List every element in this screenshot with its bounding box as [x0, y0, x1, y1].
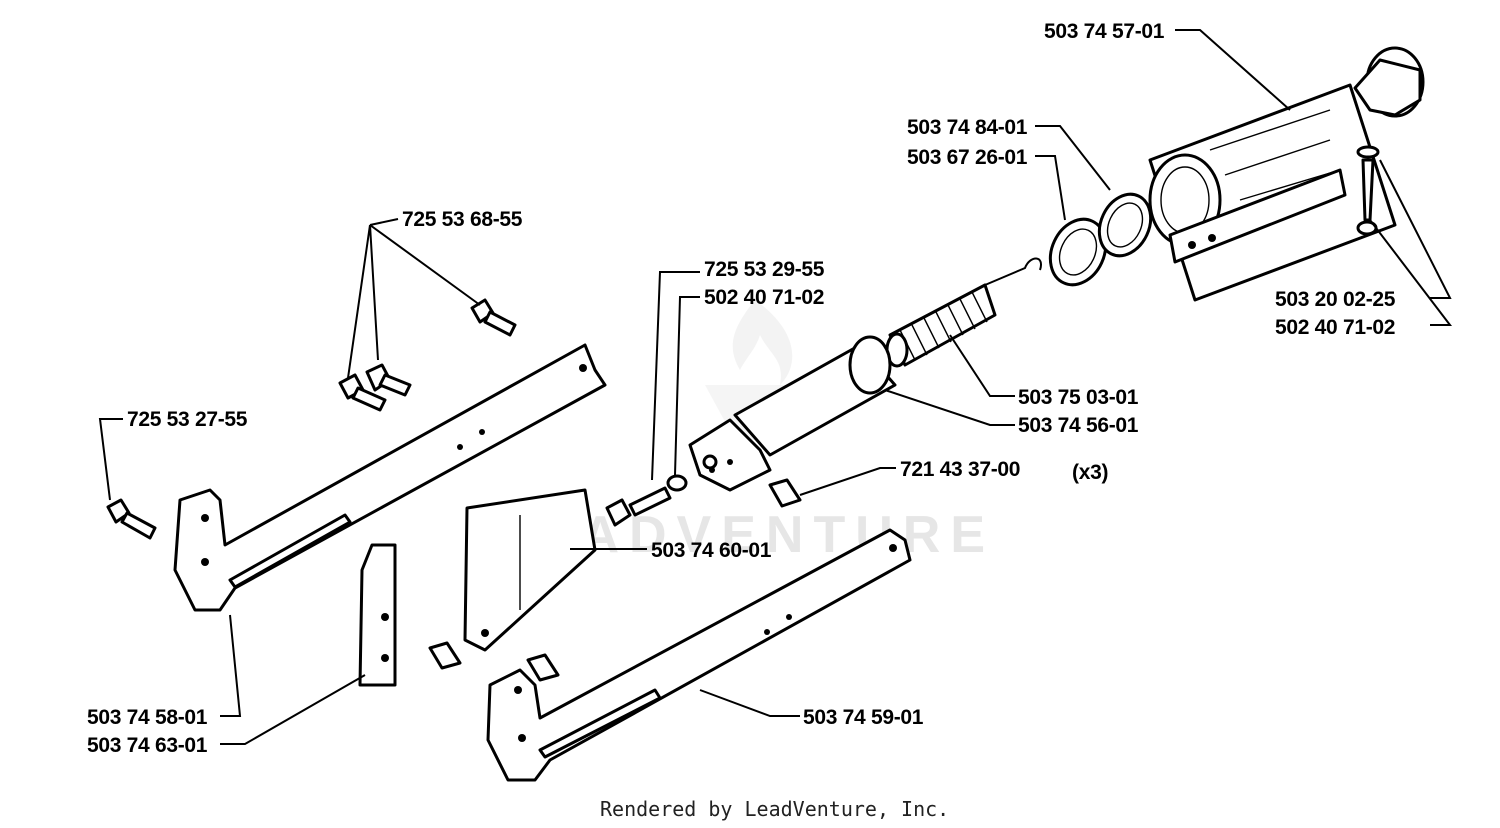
label-tube-lower: 503 74 56-01	[1018, 414, 1139, 437]
label-arm-left: 503 74 58-01	[87, 706, 208, 729]
plate	[463, 488, 597, 652]
bolt-left	[106, 498, 157, 540]
label-ring-a: 503 74 84-01	[907, 116, 1028, 139]
label-tube-upper: 503 74 57-01	[1044, 20, 1165, 43]
bolt-right	[1356, 145, 1380, 236]
upper-tube	[1148, 46, 1425, 302]
footer-credit: Rendered by LeadVenture, Inc.	[600, 797, 949, 821]
label-bolt-top: 725 53 68-55	[402, 208, 523, 231]
label-pin-qty: (x3)	[1072, 461, 1108, 484]
bolt-small	[605, 474, 688, 527]
label-arm-right: 503 74 59-01	[803, 706, 924, 729]
label-pin: 721 43 37-00	[900, 458, 1020, 481]
arm-right	[486, 528, 912, 782]
label-spacer: 503 74 63-01	[87, 734, 208, 757]
lower-tube	[688, 335, 897, 492]
leader-lines	[98, 29, 1453, 745]
label-plate: 503 74 60-01	[651, 539, 772, 562]
label-ring-b: 503 67 26-01	[907, 146, 1028, 169]
label-washer-small: 502 40 71-02	[704, 286, 824, 309]
label-bolt-right: 503 20 02-25	[1275, 288, 1396, 311]
part-labels: 503 74 57-01 503 74 84-01 503 67 26-01 7…	[87, 20, 1396, 757]
spring	[885, 257, 1042, 368]
label-washer-right: 502 40 71-02	[1275, 316, 1395, 339]
arm-left	[173, 343, 607, 612]
label-spring: 503 75 03-01	[1018, 386, 1139, 409]
rings	[1048, 192, 1153, 287]
bolts-top	[338, 298, 517, 412]
spacer	[358, 543, 397, 687]
label-bolt-left: 725 53 27-55	[127, 408, 248, 431]
label-bolt-small: 725 53 29-55	[704, 258, 825, 281]
pins	[428, 478, 802, 682]
